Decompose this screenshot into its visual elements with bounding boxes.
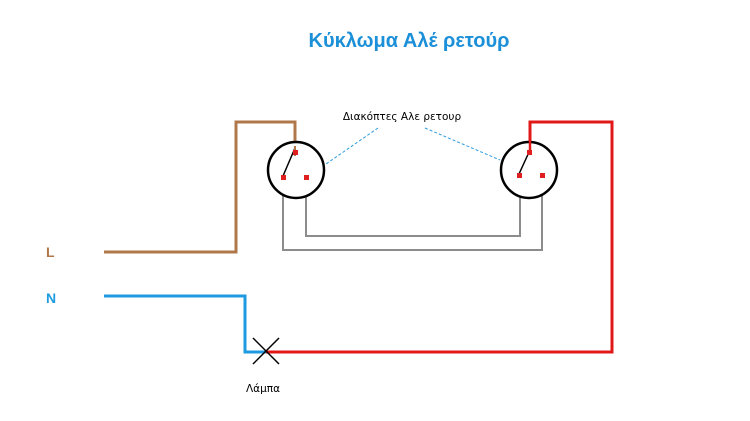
traveler-wire-inner <box>305 176 521 237</box>
switch-left-terminal-a <box>281 175 286 180</box>
lamp-icon <box>252 337 280 365</box>
lamp-label: Λάμπα <box>246 383 280 395</box>
switch-left-body <box>266 140 326 200</box>
traveler-wire-outer <box>282 176 543 251</box>
switch-right-terminal-common <box>527 150 532 155</box>
live-label: L <box>46 244 55 260</box>
switch-right-terminal-a <box>517 173 522 178</box>
leader-right <box>424 127 501 161</box>
switch-right-terminal-b <box>540 173 545 178</box>
diagram-title: Κύκλωμα Αλέ ρετούρ <box>309 30 510 52</box>
switch-right-icon <box>499 140 559 200</box>
neutral-wire <box>104 294 266 354</box>
live-wire <box>104 120 297 254</box>
switch-left-icon <box>266 140 326 200</box>
switch-left-terminal-common <box>293 150 298 155</box>
traveler-wires <box>282 176 543 251</box>
switch-left-terminal-b <box>304 175 309 180</box>
switched-live-wire <box>266 120 614 354</box>
label-leaders <box>325 127 501 165</box>
leader-left <box>325 127 379 165</box>
switches-label: Διακόπτες Αλε ρετουρ <box>343 111 462 123</box>
neutral-label: N <box>46 290 56 306</box>
